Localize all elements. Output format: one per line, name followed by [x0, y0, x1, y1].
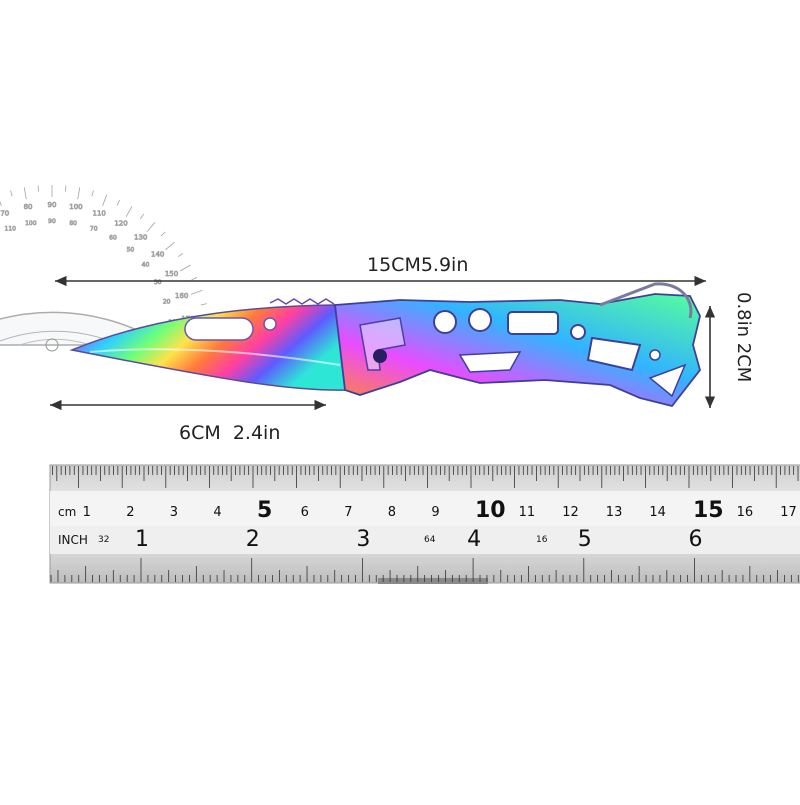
ruler-cm-number: 2 [126, 505, 134, 520]
protractor-number: 130 [134, 233, 147, 241]
width-cm: 2CM [733, 342, 754, 383]
protractor-number: 80 [69, 220, 77, 227]
blade-label: 6CM 2.4in [179, 422, 280, 444]
ruler-cm-number: 4 [213, 505, 221, 520]
ruler-cm-number: 5 [257, 498, 272, 523]
ruler-cm-number: 7 [344, 505, 352, 520]
protractor-number: 50 [127, 247, 135, 254]
protractor-number: 40 [142, 262, 150, 269]
length-cm: 15CM [367, 254, 421, 276]
protractor-number: 160 [175, 292, 188, 300]
steel-ruler-icon: cm1234567891011121314151617INCH123456732… [49, 464, 800, 584]
ruler-inch-number: 6 [689, 527, 703, 552]
blade-cm: 6CM [179, 422, 221, 444]
ruler-cm-number: 17 [780, 505, 797, 520]
ruler-cm-number: 1 [83, 505, 91, 520]
length-in: 5.9in [420, 254, 469, 276]
protractor-number: 90 [48, 201, 57, 209]
ruler-cm-number: 9 [431, 505, 439, 520]
ruler-inch-label: INCH [58, 533, 88, 547]
ruler-cm-number: 16 [737, 505, 754, 520]
width-label: 0.8in 2CM [733, 292, 754, 382]
ruler-cm-number: 3 [170, 505, 178, 520]
ruler-cm-number: 15 [693, 498, 724, 523]
protractor-number: 80 [24, 203, 33, 211]
ruler-cm-number: 8 [388, 505, 396, 520]
protractor-number: 110 [93, 209, 106, 217]
ruler-cm-number: 12 [562, 505, 579, 520]
ruler-fraction-mark: 32 [98, 535, 109, 545]
ruler-cm-number: 10 [475, 498, 506, 523]
protractor-number: 70 [90, 225, 98, 232]
protractor-number: 150 [165, 270, 178, 278]
protractor-number: 120 [114, 219, 127, 227]
folding-knife-icon [69, 282, 701, 408]
protractor-number: 30 [154, 279, 162, 286]
protractor-number: 90 [48, 218, 56, 225]
ruler-inch-number: 1 [135, 527, 149, 552]
ruler-fraction-mark: 64 [424, 535, 436, 545]
ruler-inch-number: 3 [356, 527, 370, 552]
ruler-inch-number: 2 [246, 527, 260, 552]
protractor-number: 60 [109, 234, 117, 241]
ruler-cm-number: 11 [519, 505, 536, 520]
width-in: 0.8in [733, 292, 754, 338]
protractor-number: 20 [163, 298, 171, 305]
protractor-number: 140 [151, 250, 164, 258]
ruler-cm-label: cm [58, 505, 76, 519]
protractor-number: 70 [0, 209, 9, 217]
protractor-number: 110 [5, 225, 17, 232]
protractor-number: 100 [25, 220, 37, 227]
protractor-number: 100 [69, 203, 82, 211]
length-label: 15CM5.9in [367, 254, 468, 276]
ruler-cm-number: 14 [649, 505, 666, 520]
ruler-cm-number: 13 [606, 505, 623, 520]
ruler-fraction-mark: 16 [536, 535, 548, 545]
blade-in: 2.4in [232, 422, 281, 444]
ruler-inch-number: 4 [467, 527, 481, 552]
ruler-inch-number: 5 [578, 527, 592, 552]
ruler-cm-number: 6 [301, 505, 309, 520]
